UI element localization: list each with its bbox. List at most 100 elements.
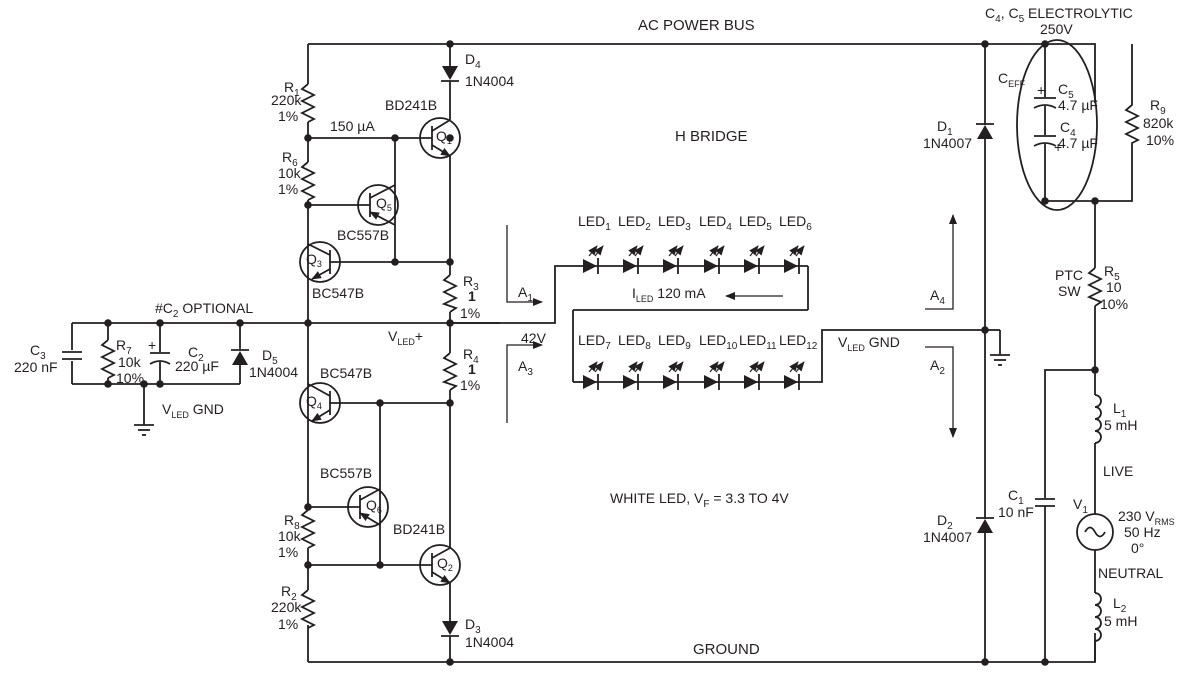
junction-dot <box>1091 366 1099 374</box>
driver-transistors <box>299 137 450 566</box>
rectifier-side <box>976 39 1141 662</box>
v1-phase: 0° <box>1131 540 1144 556</box>
l2-name: L2 <box>1113 595 1127 615</box>
junction-dot <box>1041 40 1049 48</box>
c3-value: 220 nF <box>14 359 58 375</box>
neutral-label: NEUTRAL <box>1098 565 1164 581</box>
led-diode <box>744 245 765 274</box>
junction-dot <box>1041 197 1049 205</box>
center-column <box>380 44 461 662</box>
led-diode <box>663 245 684 274</box>
r8-tol: 1% <box>278 544 298 560</box>
c3-name: C3 <box>30 342 46 362</box>
q5-part: BC557B <box>337 227 389 243</box>
q3-part: BC547B <box>312 285 364 301</box>
ac-power-bus-label: AC POWER BUS <box>638 17 755 34</box>
c5-name: C5 <box>1058 81 1074 101</box>
junction-dot <box>446 658 454 666</box>
ceff-plus: + <box>1037 82 1045 98</box>
r8-value: 10k <box>278 528 302 544</box>
r5-value: 10 <box>1106 279 1122 295</box>
d2-name: D2 <box>937 512 953 532</box>
current-150-label: 150 µA <box>330 118 375 134</box>
c1-value: 10 nF <box>998 504 1034 520</box>
left-ladder <box>299 80 317 629</box>
r9-value: 820k <box>1143 115 1174 131</box>
r1-tol: 1% <box>278 108 298 124</box>
d4-diode <box>442 66 458 80</box>
led-label: LED11 <box>739 332 777 352</box>
r4-name: R4 <box>463 346 479 366</box>
c4-name: C4 <box>1060 119 1076 139</box>
electrolytic-label: C4, C5 ELECTROLYTIC <box>985 5 1133 25</box>
junction-dot <box>304 134 312 142</box>
d3-part: 1N4004 <box>465 634 514 650</box>
r6-value: 10k <box>278 165 302 181</box>
electrolytic-voltage: 250V <box>1040 21 1073 37</box>
l2-inductor <box>1094 592 1102 642</box>
led-label: LED7 <box>578 332 611 352</box>
r2-name: R2 <box>281 583 297 603</box>
r8-resistor <box>299 509 317 549</box>
led-label: LED3 <box>658 213 691 233</box>
led-label: LED8 <box>618 332 651 352</box>
arrow-a3 <box>506 341 543 423</box>
l1-value: 5 mH <box>1104 417 1137 433</box>
arrow-a2 <box>925 346 957 438</box>
a4-label: A4 <box>930 287 945 307</box>
junction-dot <box>446 399 454 407</box>
r4-tol: 1% <box>460 377 480 393</box>
junction-dot <box>446 319 454 327</box>
c2-plus: + <box>148 337 156 353</box>
r3-resistor <box>441 274 459 313</box>
ground-label: GROUND <box>693 641 760 658</box>
c4-value: 4.7 µF <box>1058 135 1098 151</box>
led-diode <box>623 361 644 390</box>
vled-plus-label: VLED+ <box>388 328 423 347</box>
junction-dot <box>446 40 454 48</box>
d5-part: 1N4004 <box>249 364 298 380</box>
arrow-a1 <box>506 225 543 306</box>
r8-name: R8 <box>284 512 300 532</box>
d5-diode <box>232 351 248 365</box>
r5-extra2: SW <box>1058 283 1081 299</box>
arrow-a4 <box>925 214 957 310</box>
q6-part: BC557B <box>320 465 372 481</box>
r9-resistor <box>1095 44 1141 202</box>
led-diode <box>704 361 725 390</box>
vled-filter <box>62 322 500 436</box>
r9-name: R9 <box>1150 97 1166 117</box>
led-label: LED5 <box>739 213 772 233</box>
junction-dot <box>156 380 164 388</box>
junction-dot <box>446 134 454 142</box>
junction-dot <box>1091 197 1099 205</box>
junction-dot <box>104 319 112 327</box>
junction-dot <box>140 380 148 388</box>
junction-dot <box>304 319 312 327</box>
v42-label: 42V <box>521 330 547 346</box>
r1-value: 220k <box>271 92 302 108</box>
led-label: LED1 <box>578 213 611 233</box>
led-label: LED2 <box>618 213 651 233</box>
r7-tol: 10% <box>116 370 144 386</box>
v1-name: V1 <box>1073 496 1088 516</box>
r2-tol: 1% <box>278 616 298 632</box>
r7-value: 10k <box>118 354 142 370</box>
r5-tol: 10% <box>1100 296 1128 312</box>
white-led-label: WHITE LED, VF = 3.3 TO 4V <box>610 490 789 510</box>
l1-inductor <box>1094 394 1102 444</box>
led-diode <box>744 361 765 390</box>
d4-part: 1N4004 <box>465 73 514 89</box>
d2-diode <box>977 519 993 533</box>
r9-tol: 10% <box>1146 132 1174 148</box>
c2-name: C2 <box>188 344 204 364</box>
junction-dot <box>304 561 312 569</box>
junction-dot <box>304 503 312 511</box>
r6-name: R6 <box>282 149 298 169</box>
d3-diode <box>442 621 458 635</box>
junction-dot <box>304 201 312 209</box>
c2-value: 220 µF <box>175 358 219 374</box>
led-diode <box>663 361 684 390</box>
r3-tol: 1% <box>460 305 480 321</box>
